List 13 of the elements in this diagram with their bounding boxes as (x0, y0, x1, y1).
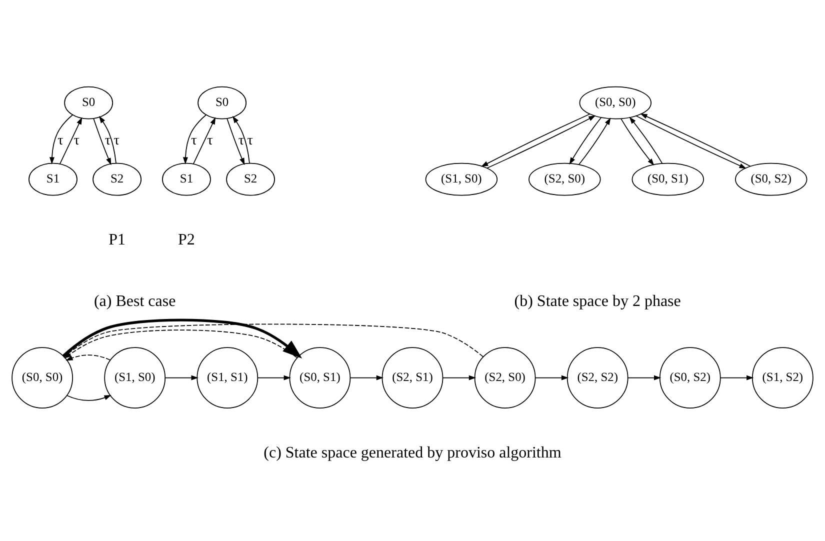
edge-label: τ (74, 132, 80, 148)
edge-label: τ (58, 132, 64, 148)
edge-label: τ (104, 132, 111, 148)
label: P1 (108, 231, 126, 248)
edge-label: τ (238, 132, 244, 148)
label: P2 (178, 231, 195, 248)
label: (c) State space generated by proviso algorithm (264, 444, 562, 461)
edge-label: τ (207, 132, 213, 148)
edge-label: τ (114, 132, 120, 148)
edge-label: τ (191, 132, 197, 148)
label: (b) State space by 2 phase (514, 292, 681, 310)
label: (a) Best case (94, 292, 176, 310)
edge-label: τ (247, 132, 253, 148)
